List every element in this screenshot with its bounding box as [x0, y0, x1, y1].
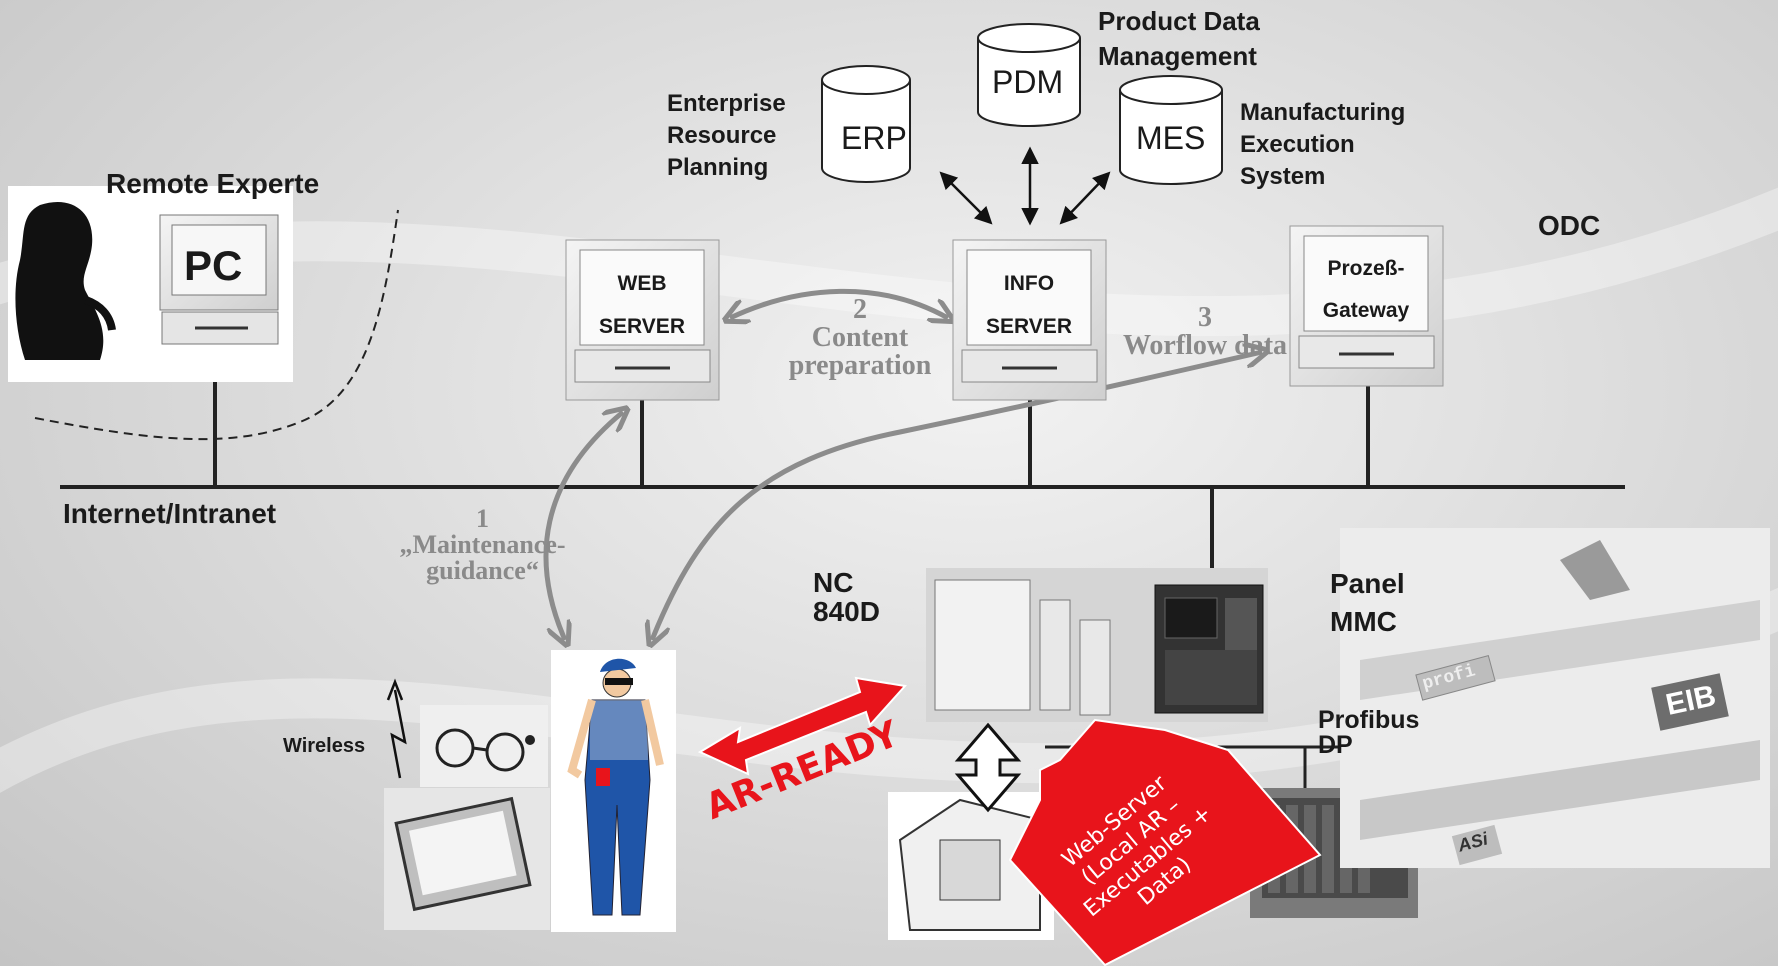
info-server-label: INFO SERVER — [986, 272, 1072, 338]
maintenance-worker — [551, 650, 676, 932]
gateway-label: Prozeß- Gateway — [1322, 257, 1410, 322]
pc-label: PC — [184, 242, 243, 289]
ar-glasses-image — [420, 705, 548, 787]
web-server-callout — [1008, 718, 1322, 966]
tablet-image — [384, 788, 550, 930]
step1-label: 1 „Maintenance- guidance“ — [399, 504, 566, 585]
mes-database — [1119, 75, 1223, 185]
nc-controller-image — [926, 568, 1268, 722]
panel-mmc-label: Panel MMC — [1330, 568, 1405, 637]
wireless-label: Wireless — [283, 735, 366, 757]
pdm-db-label: PDM — [992, 64, 1064, 100]
fieldbus-logo-collage — [1340, 528, 1770, 868]
db-connection-arrows — [939, 146, 1111, 226]
pdm-database — [977, 23, 1081, 127]
workflow-data-arrow — [652, 352, 1262, 640]
erp-db-label: ERP — [841, 120, 907, 156]
odc-label: ODC — [1538, 210, 1601, 241]
machine-tool-image — [888, 792, 1054, 940]
pdm-caption: Product Data Management — [1098, 6, 1260, 71]
remote-boundary-dashed — [34, 209, 399, 441]
step2-label: 2 Content preparation — [788, 294, 932, 381]
erp-database — [821, 65, 911, 183]
erp-caption: Enterprise Resource Planning — [667, 90, 786, 181]
remote-expert-title: Remote Experte — [106, 168, 320, 199]
info-server-computer — [952, 239, 1107, 401]
mes-db-label: MES — [1136, 120, 1206, 156]
wireless-antenna-icon — [390, 689, 407, 779]
controller-machine-arrow — [954, 722, 1022, 813]
ar-ready-double-arrow — [697, 676, 907, 776]
remote-expert-panel — [8, 186, 293, 382]
maintenance-guidance-arrow — [543, 412, 623, 640]
internet-intranet-label: Internet/Intranet — [63, 498, 277, 529]
nc-label: NC 840D — [813, 567, 880, 627]
profibus-label: Profibus DP — [1318, 706, 1420, 759]
mes-caption: Manufacturing Execution System — [1240, 99, 1406, 190]
step3-label: 3 Worflow data — [1122, 302, 1288, 361]
process-gateway-computer — [1289, 225, 1444, 387]
web-server-label: WEB SERVER — [599, 272, 685, 338]
flow-arrows — [543, 288, 1262, 640]
web-server-computer — [565, 239, 720, 401]
wireless-arrowhead — [386, 678, 404, 701]
content-preparation-arrow — [730, 288, 948, 318]
